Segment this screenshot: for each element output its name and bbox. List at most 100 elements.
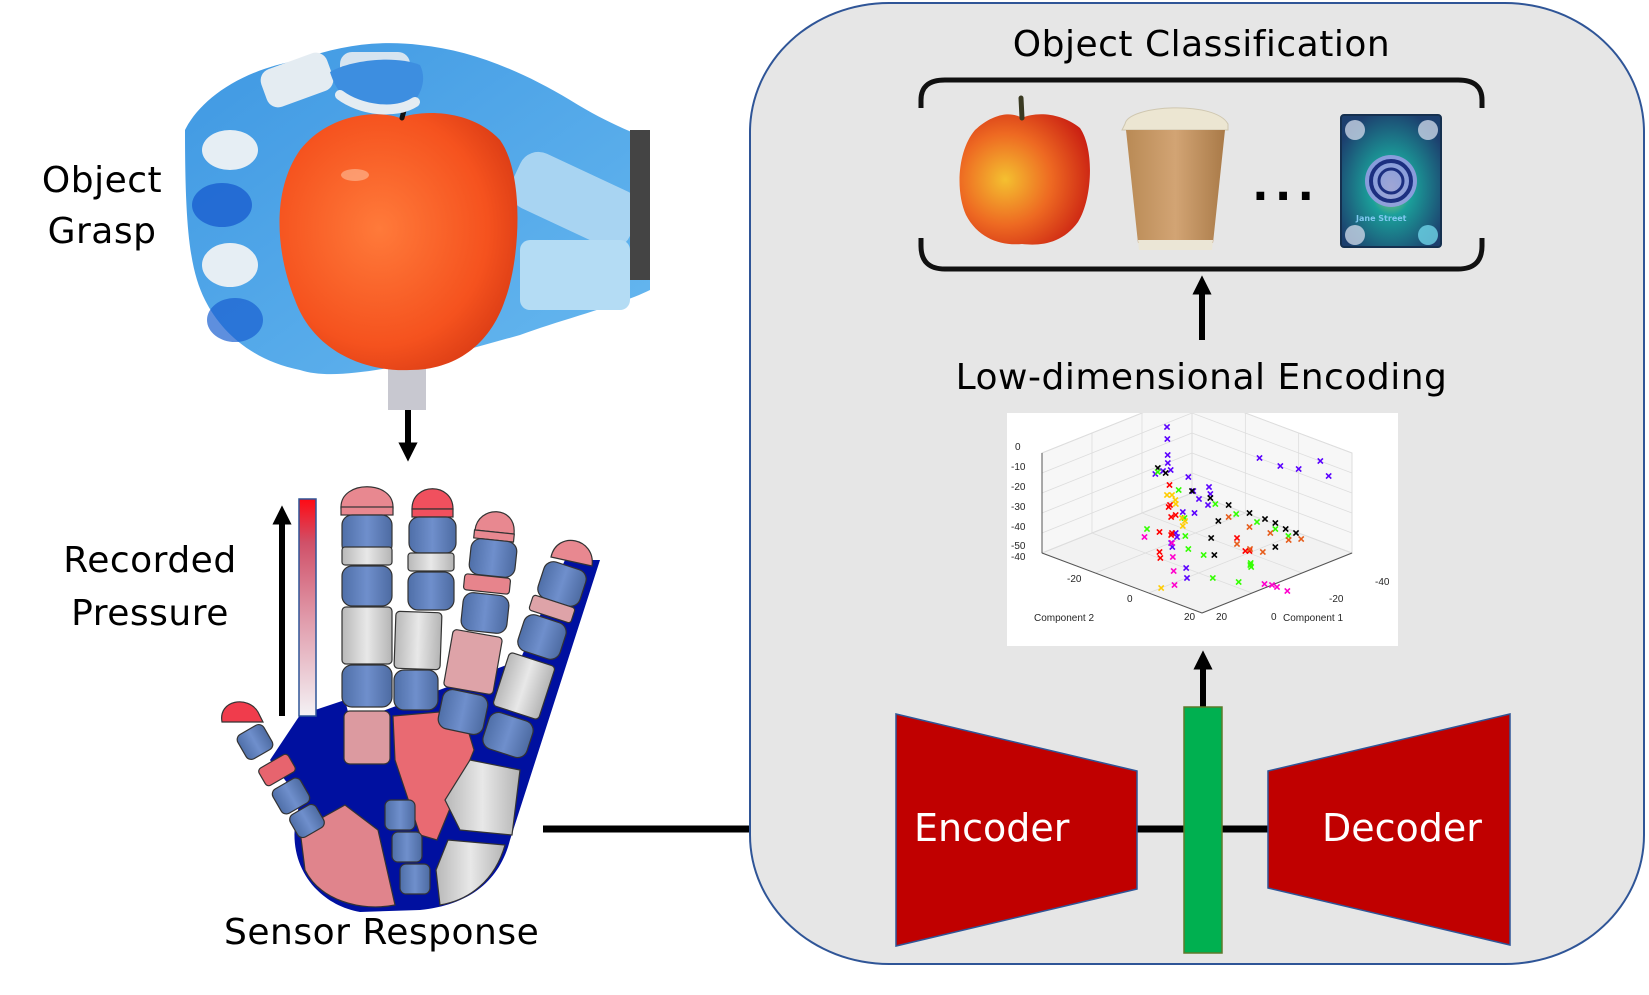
scatter-point-class-red: [1166, 481, 1173, 489]
y-tick-0: -40: [1011, 552, 1026, 563]
grid-line: [1191, 492, 1353, 554]
scatter-point-class-blue: [1190, 487, 1197, 495]
scatter-point-class-red: [1172, 511, 1179, 519]
scatter-point-class-orange: [1246, 545, 1254, 553]
scatter-point-class-green: [1272, 525, 1279, 533]
card-brand-text: Jane Street: [1356, 214, 1407, 223]
scatter-point-class-magenta: [1171, 581, 1178, 589]
scatter-point-class-green: [1154, 468, 1161, 476]
scatter-point-class-blue: [1179, 508, 1186, 516]
scatter-point-class-black: [1261, 515, 1269, 523]
scatter-point-class-blue: [1163, 423, 1171, 431]
finger-ring: [437, 511, 518, 736]
scatter-point-class-green: [1247, 559, 1254, 567]
sensor-hand: [221, 486, 600, 912]
palm-pad-grey-upper: [444, 759, 521, 836]
scatter-point-class-magenta: [1168, 539, 1176, 547]
scatter-point-class-black: [1272, 543, 1279, 551]
scatter-point-class-black: [1292, 529, 1300, 537]
scatter-point-class-magenta: [1141, 533, 1148, 541]
scatter-point-class-blue: [1183, 564, 1190, 572]
scatter-point-class-black: [1246, 509, 1253, 517]
grid-line: [1141, 512, 1303, 574]
grid-line: [1191, 432, 1353, 494]
grid-line: [1148, 532, 1299, 594]
scatter-point-class-magenta: [1170, 567, 1177, 575]
z-tick-4: -40: [1011, 522, 1026, 533]
scatter-point-class-black: [1215, 517, 1222, 525]
scatter-point-class-orange: [1298, 535, 1305, 543]
scatter-point-class-blue: [1317, 457, 1324, 465]
finger-index: [340, 486, 394, 765]
recorded-pressure-line2: Pressure: [71, 593, 229, 634]
scatter-point-class-red: [1165, 503, 1172, 511]
scatter-point-class-magenta: [1268, 581, 1276, 589]
x-tick-2: 0: [1271, 612, 1277, 623]
scatter-point-class-green: [1235, 578, 1242, 586]
y-axis-line: [1041, 552, 1203, 614]
scatter-point-class-black: [1208, 534, 1215, 542]
x-tick-0: -40: [1375, 577, 1390, 588]
scatter-point-class-blue: [1325, 472, 1332, 480]
scatter-point-class-black: [1225, 501, 1232, 509]
scatter-point-class-red: [1168, 531, 1175, 539]
scatter-point-class-green: [1200, 551, 1207, 559]
scatter-point-class-black: [1188, 487, 1196, 495]
y-tick-1: -20: [1067, 574, 1082, 585]
scatter-point-class-red: [1157, 554, 1164, 562]
scatter-point-class-yellow: [1172, 500, 1179, 508]
thumb: [221, 701, 325, 839]
grid-line: [1041, 412, 1193, 474]
object-classification-title: Object Classification: [1012, 24, 1391, 65]
scatter-point-class-magenta: [1284, 587, 1291, 595]
more-classes-ellipsis: ...: [1252, 160, 1321, 211]
scatter-point-class-green: [1182, 532, 1189, 540]
scatter-point-class-orange: [1267, 529, 1274, 537]
z-tick-3: -30: [1011, 502, 1026, 513]
scatter-point-class-black: [1207, 494, 1214, 502]
y-tick-3: 20: [1184, 612, 1196, 623]
scatter-point-class-red: [1156, 548, 1163, 556]
finger-little: [482, 539, 593, 759]
class-card-deck-image: [1340, 114, 1442, 248]
scatter-point-class-green: [1212, 500, 1219, 508]
scatter-point-class-yellow: [1163, 491, 1171, 499]
latent-code-bar: [1183, 706, 1223, 954]
scatter-point-class-yellow: [1181, 517, 1189, 525]
scatter-point-class-green: [1175, 486, 1182, 494]
grid-line: [1091, 532, 1253, 594]
scatter-point-class-red: [1168, 513, 1175, 521]
object-grasp-line2: Grasp: [47, 211, 157, 252]
scatter-point-class-yellow: [1158, 584, 1165, 592]
grid-line: [1191, 472, 1353, 534]
scatter-point-class-black: [1282, 525, 1289, 533]
classification-bracket-top: [918, 77, 1485, 108]
scatter-point-class-blue: [1256, 454, 1263, 462]
scatter-point-class-magenta: [1261, 580, 1268, 588]
grid-line: [1191, 452, 1353, 514]
scatter-point-class-yellow: [1179, 522, 1186, 530]
scatter-point-class-blue: [1164, 451, 1171, 459]
encoder-label: Encoder: [914, 806, 1070, 850]
scatter-point-class-blue: [1205, 483, 1213, 491]
scatter-point-class-blue: [1191, 509, 1198, 517]
sensor-response-label: Sensor Response: [224, 912, 540, 953]
scatter-point-class-green: [1233, 510, 1240, 518]
scatter-point-class-blue: [1164, 435, 1171, 443]
grasped-apple: [279, 112, 518, 371]
classification-bracket-bottom: [918, 238, 1485, 272]
scatter-point-class-blue: [1173, 533, 1181, 541]
recorded-pressure-label: Recorded Pressure: [40, 540, 260, 634]
scatter-point-class-blue: [1183, 574, 1191, 582]
x-tick-3: 20: [1216, 612, 1228, 623]
recorded-pressure-line1: Recorded: [63, 540, 237, 581]
z-tick-5: -50: [1011, 541, 1026, 552]
palm-pad-thenar: [299, 804, 396, 908]
scatter-canvas: [1040, 392, 1354, 614]
decoder-label: Decoder: [1322, 806, 1482, 850]
scatter-point-class-blue: [1195, 495, 1203, 503]
scatter-point-class-yellow: [1168, 491, 1176, 499]
scatter-point-class-orange: [1225, 513, 1232, 521]
x-tick-1: -20: [1329, 594, 1344, 605]
